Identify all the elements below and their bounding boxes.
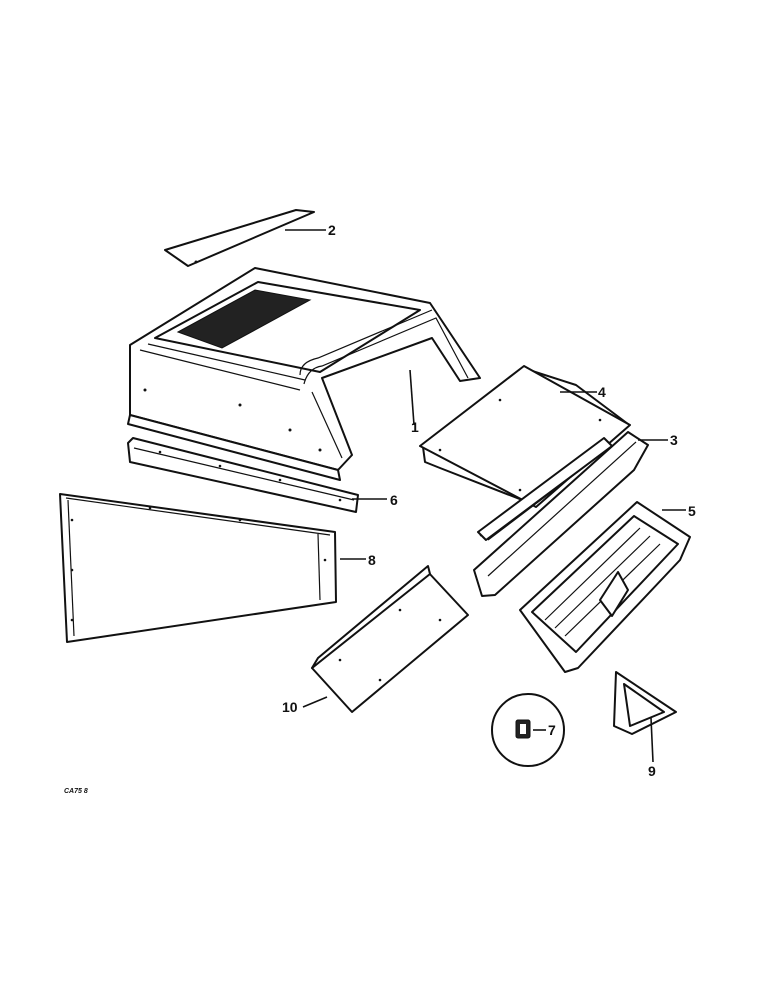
figure-code: CA75 8 [64,788,88,795]
callout-5: 5 [688,503,696,519]
part-3-channel [473,431,649,597]
part-7-clip-detail [491,693,565,767]
leader-9 [650,717,654,763]
leader-1 [409,369,415,426]
part-2-top-plate [164,209,315,267]
part-8-side-panel [59,493,337,643]
callout-8: 8 [368,552,376,568]
callout-7: 7 [548,722,556,738]
part-9-bracket [613,671,677,735]
callout-2: 2 [328,222,336,238]
callout-6: 6 [390,492,398,508]
part-5-grille [519,501,691,673]
part-6-rail [127,437,359,513]
callout-1: 1 [411,419,419,435]
leader-10 [302,696,328,708]
part-4-panel [419,365,631,508]
leader-lines [285,229,686,763]
callout-9: 9 [648,763,656,779]
callout-4: 4 [598,384,606,400]
callout-10: 10 [282,699,298,715]
callout-3: 3 [670,432,678,448]
part-1-hood [127,267,481,481]
part-10-plate [311,565,469,713]
